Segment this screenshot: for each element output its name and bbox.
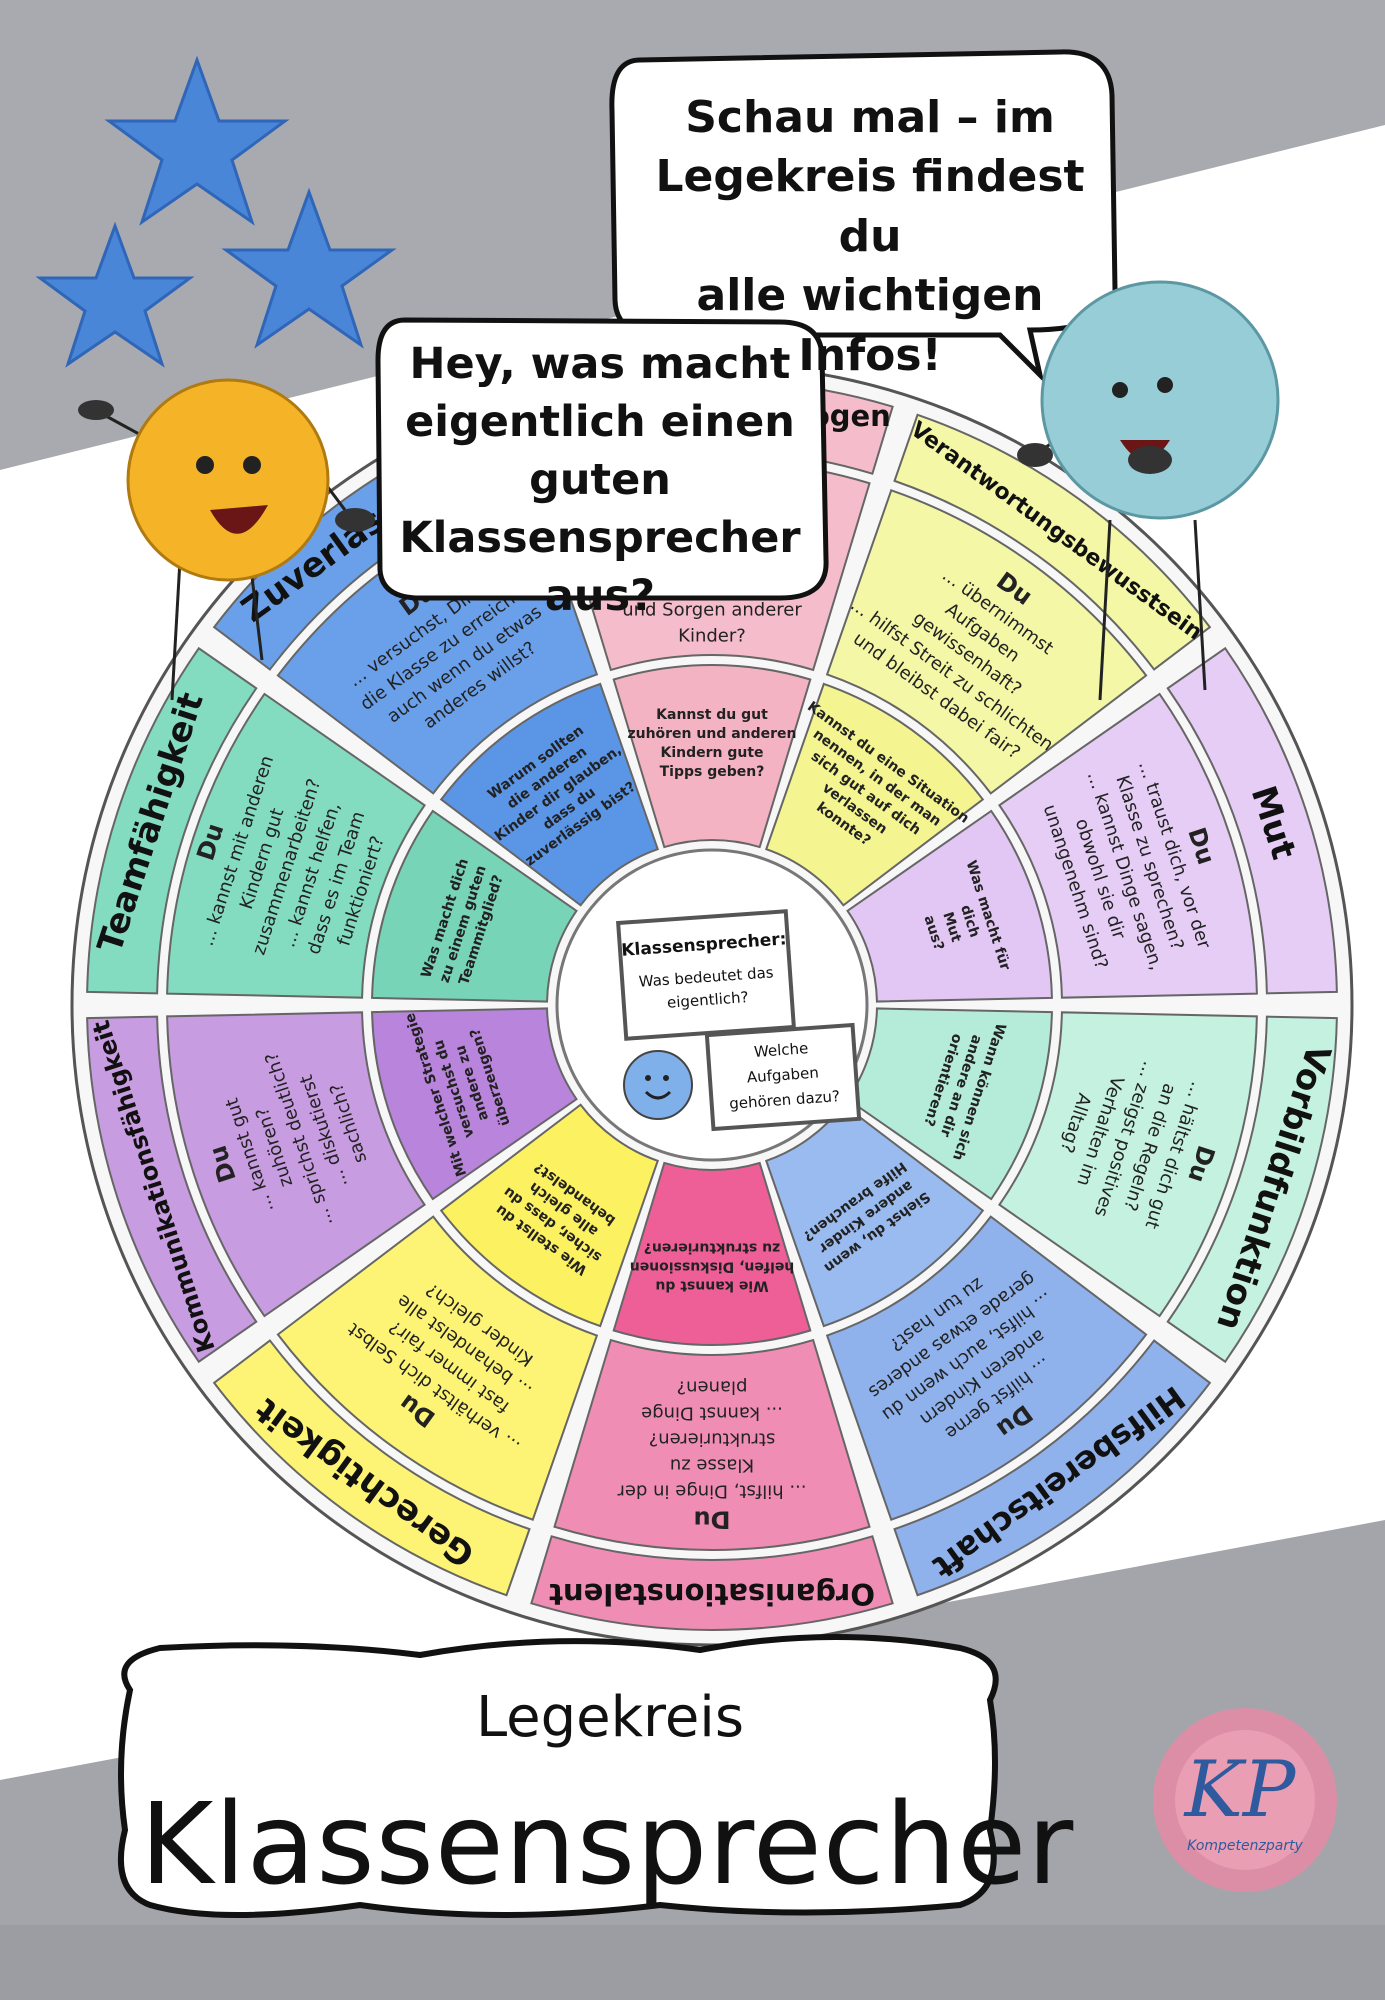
inner-question-segment <box>846 809 1053 1003</box>
yellow-character-icon <box>78 378 375 701</box>
outer-question-line: ... kannst Dinge <box>641 1403 783 1424</box>
ring-label-segment <box>86 1015 258 1364</box>
outer-question-line: und Sorgen anderer <box>622 600 802 621</box>
inner-question-segment <box>846 1007 1053 1201</box>
ring-label: Organisationstalent <box>549 1577 875 1611</box>
title-big: Klassensprecher <box>140 1780 1075 1910</box>
outer-question-segment <box>553 1338 871 1551</box>
inner-question-segment <box>439 1103 660 1328</box>
logo-initials: KP <box>1184 1745 1296 1835</box>
center-card2-line1: Welche <box>753 1039 808 1061</box>
outer-question-line: strukturieren? <box>649 1429 776 1450</box>
speech-bubble-left <box>375 317 829 601</box>
inner-question-segment <box>764 682 985 907</box>
outer-question-line: Kinder? <box>678 626 746 647</box>
inner-question-segment <box>371 809 578 1003</box>
speech-bubble-left-text: Hey, was macht eigentlich einen guten Kl… <box>380 335 820 625</box>
ring-label-segment <box>530 1535 894 1631</box>
outer-question-segment <box>998 692 1258 999</box>
title-small: Legekreis <box>475 1685 745 1750</box>
speech-bubble-right <box>609 49 1118 383</box>
outer-question-line: planen? <box>677 1377 748 1398</box>
title-banner <box>117 1633 999 1918</box>
outer-question-line: ... hilfst, Dinge in der <box>617 1481 807 1502</box>
bubble-right-line2: Legekreis findest du <box>655 151 1085 262</box>
logo-subtitle: Kompetenzparty <box>1187 1838 1303 1854</box>
center-card1-line3: eigentlich? <box>666 988 749 1012</box>
ring-label-segment <box>893 1339 1212 1597</box>
ring-label-segment <box>1166 1015 1338 1364</box>
inner-question-line: Tipps geben? <box>660 764 765 780</box>
star-icon <box>35 55 397 368</box>
inner-question-line: zu strukturieren? <box>644 1240 781 1256</box>
inner-question-segment <box>612 1161 812 1346</box>
outer-question-line: Klasse zu <box>670 1455 754 1476</box>
inner-question-segment <box>371 1007 578 1201</box>
inner-question-line: Kindern gute <box>660 745 763 761</box>
inner-question-line: Kannst du gut <box>656 707 768 723</box>
outer-question-segment <box>825 489 1148 795</box>
teal-character-icon <box>1017 280 1280 701</box>
bubble-left-line4: Klassensprecher aus? <box>399 513 801 622</box>
ring-label-segment <box>1166 646 1338 995</box>
outer-question-segment <box>166 692 426 999</box>
bubble-left-line2: eigentlich einen <box>405 397 795 448</box>
ring-label-segment <box>212 1339 531 1597</box>
inner-question-line: helfen, Diskussionen <box>630 1259 795 1275</box>
inner-question-line: zuhören und anderen <box>627 726 796 742</box>
ring-label-segment <box>86 646 258 995</box>
inner-question-line: Wie kannst du <box>655 1278 768 1294</box>
outer-question-line: Du <box>693 1506 730 1534</box>
inner-question-segment <box>764 1103 985 1328</box>
bubble-left-line3: guten <box>529 455 671 506</box>
inner-question-segment <box>612 664 812 849</box>
inner-question-segment <box>439 682 660 907</box>
center-cards: Klassensprecher: Was bedeutet das eigent… <box>616 909 862 1132</box>
outer-question-segment <box>276 1215 599 1521</box>
outer-question-segment <box>825 1215 1148 1521</box>
outer-question-segment <box>998 1011 1258 1318</box>
outer-question-segment <box>166 1011 426 1318</box>
bubble-right-line3: alle wichtigen Infos! <box>696 270 1044 381</box>
speech-bubble-right-text: Schau mal – im Legekreis findest du alle… <box>630 88 1110 385</box>
bubble-left-line1: Hey, was macht <box>409 339 791 389</box>
center-card2-line2: Aufgaben <box>746 1064 819 1087</box>
bubble-right-line1: Schau mal – im <box>685 92 1055 143</box>
